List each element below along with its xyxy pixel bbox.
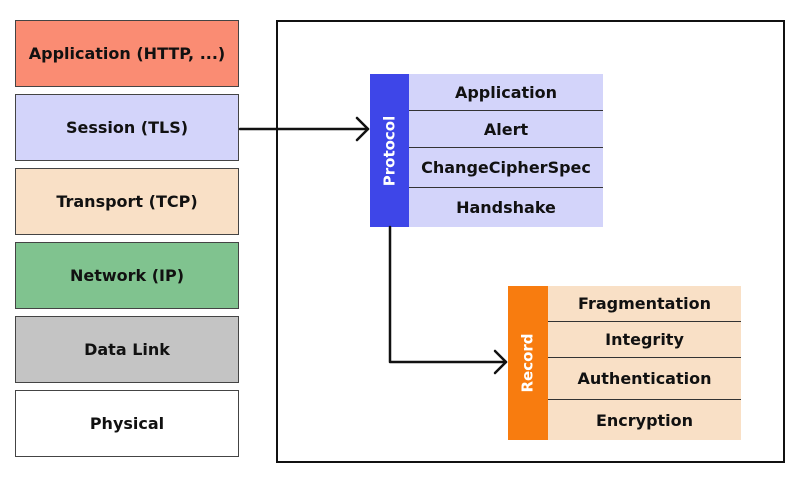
layer-physical-label: Physical xyxy=(89,414,165,433)
protocol-list: Application Alert ChangeCipherSpec Hands… xyxy=(409,74,603,227)
session-to-protocol-arrowhead xyxy=(355,116,370,142)
record-list: Fragmentation Integrity Authentication E… xyxy=(548,286,741,440)
layer-transport: Transport (TCP) xyxy=(15,168,239,235)
layer-application-label: Application (HTTP, ...) xyxy=(28,44,226,63)
record-tab: Record xyxy=(508,286,548,440)
protocol-item-change-cipher-spec: ChangeCipherSpec xyxy=(409,147,603,187)
protocol-item-alert: Alert xyxy=(409,110,603,147)
layer-transport-label: Transport (TCP) xyxy=(56,192,198,211)
layer-session: Session (TLS) xyxy=(15,94,239,161)
layer-session-label: Session (TLS) xyxy=(65,118,189,137)
record-item-integrity: Integrity xyxy=(548,321,741,357)
protocol-tab: Protocol xyxy=(370,74,409,227)
protocol-to-record-arrowhead xyxy=(493,349,508,375)
record-item-authentication: Authentication xyxy=(548,357,741,399)
layer-network-label: Network (IP) xyxy=(69,266,185,285)
record-item-fragmentation: Fragmentation xyxy=(578,294,711,313)
protocol-to-record-arrow xyxy=(388,225,508,364)
layer-data-link-label: Data Link xyxy=(84,340,170,359)
protocol-item-handshake: Handshake xyxy=(409,187,603,227)
layer-network: Network (IP) xyxy=(15,242,239,309)
layer-data-link: Data Link xyxy=(15,316,239,383)
protocol-item-application: Application xyxy=(454,82,558,102)
tls-detail-frame xyxy=(276,20,785,463)
layer-physical: Physical xyxy=(15,390,239,457)
record-item-encryption: Encryption xyxy=(548,399,741,440)
layer-application: Application (HTTP, ...) xyxy=(15,20,239,87)
